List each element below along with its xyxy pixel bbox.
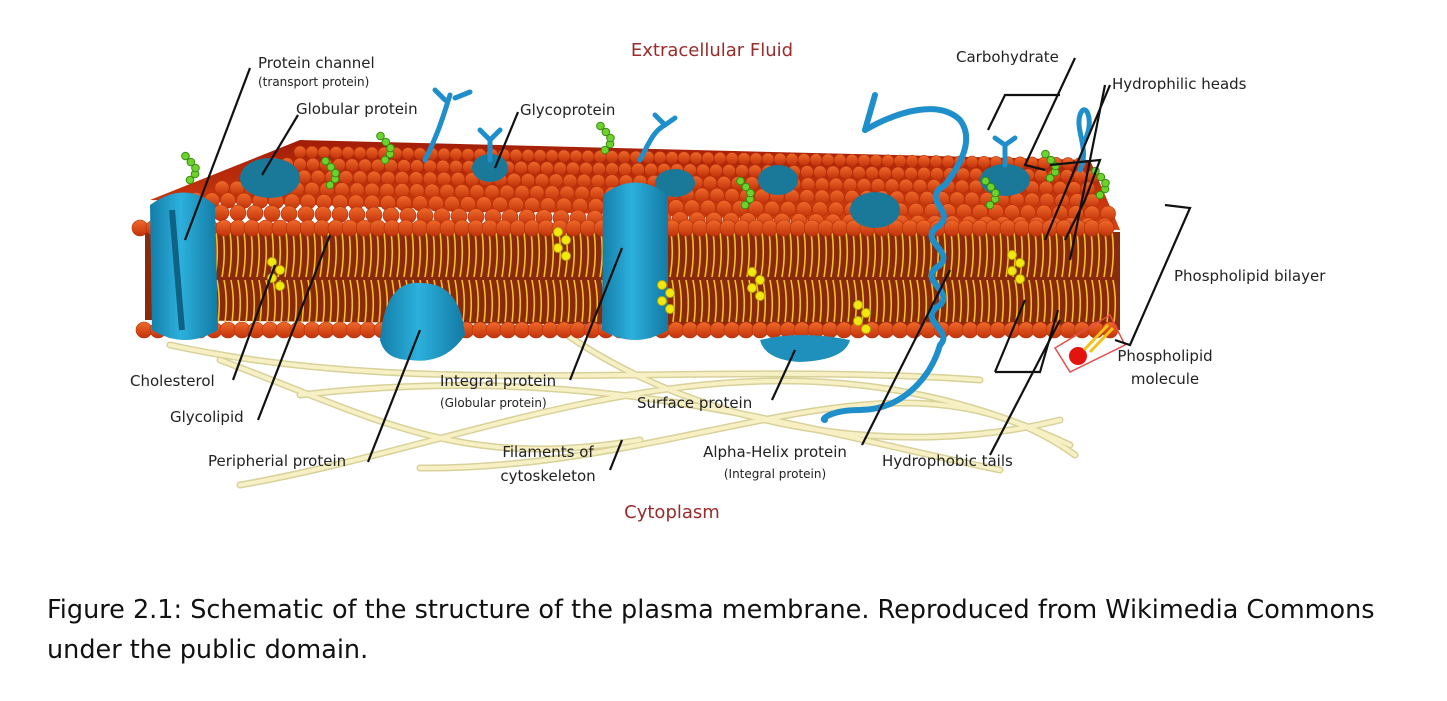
phospholipid-molecule-icon xyxy=(1053,313,1127,373)
glycoprotein-label: Glycoprotein xyxy=(520,101,615,119)
glycolipid-label: Glycolipid xyxy=(170,408,244,426)
integral-protein-sublabel: (Globular protein) xyxy=(440,396,547,410)
carbohydrate-label: Carbohydrate xyxy=(956,48,1059,66)
cytoplasm-label: Cytoplasm xyxy=(624,502,720,523)
globular-protein-label: Globular protein xyxy=(296,100,418,118)
surface-protein-label: Surface protein xyxy=(637,394,752,412)
peripheral-protein-label: Peripherial protein xyxy=(208,452,346,470)
integral-protein-label: Integral protein xyxy=(440,372,556,390)
protein-channel-label: Protein channel xyxy=(258,54,375,72)
phospholipid-molecule-label-1: Phospholipid xyxy=(1117,347,1212,365)
extracellular-fluid-label: Extracellular Fluid xyxy=(631,40,793,61)
filaments-label-1: Filaments of xyxy=(502,443,594,461)
phospholipid-bilayer-label: Phospholipid bilayer xyxy=(1174,267,1326,285)
surface-protein-icon xyxy=(760,335,850,362)
plasma-membrane-diagram: Extracellular Fluid Cytoplasm Protein ch… xyxy=(130,40,1326,523)
glycolipid-icon xyxy=(181,121,1110,210)
alpha-helix-icon xyxy=(820,92,970,423)
filaments-label-2: cytoskeleton xyxy=(500,467,595,485)
cholesterol-label: Cholesterol xyxy=(130,372,215,390)
hydrophobic-tails-label: Hydrophobic tails xyxy=(882,452,1013,470)
alpha-helix-label: Alpha-Helix protein xyxy=(703,443,847,461)
phospholipid-molecule-label-2: molecule xyxy=(1131,370,1199,388)
integral-protein-icon xyxy=(602,182,668,340)
figure-caption: Figure 2.1: Schematic of the structure o… xyxy=(47,595,1375,666)
glycoprotein-icon xyxy=(422,87,1092,173)
peripheral-protein-icon xyxy=(380,282,465,361)
protein-channel-sublabel: (transport protein) xyxy=(258,75,369,89)
transport-protein-icon xyxy=(150,192,218,340)
hydrophilic-heads-label: Hydrophilic heads xyxy=(1112,75,1247,93)
alpha-helix-sublabel: (Integral protein) xyxy=(724,467,826,481)
leader-lines xyxy=(183,57,1192,471)
